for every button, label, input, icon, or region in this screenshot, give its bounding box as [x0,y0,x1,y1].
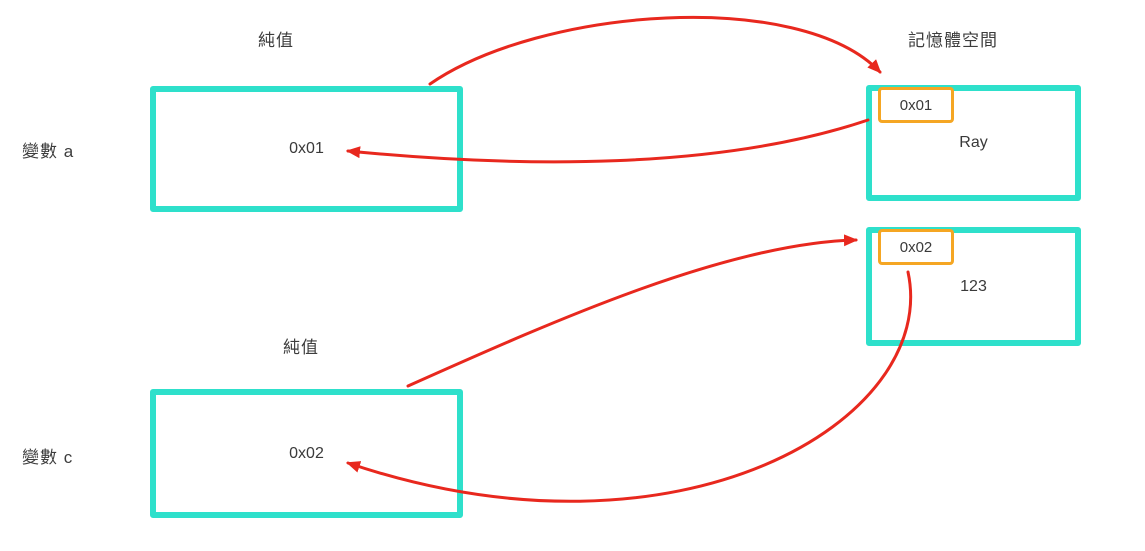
memory-box-0x01: 0x01 Ray [866,85,1081,201]
label-memory-space: 記憶體空間 [908,31,998,50]
arrow-var-a-to-memory [428,15,882,86]
memory-address-tag-0x02: 0x02 [878,229,954,265]
value-box-variable-a: 0x01 [150,86,463,212]
memory-value-123: 123 [960,277,987,295]
label-variable-c: 變數 c [22,448,74,467]
memory-box-0x02: 0x02 123 [866,227,1081,346]
label-variable-a: 變數 a [22,142,75,161]
arrow-var-c-to-memory [406,234,858,388]
memory-address-tag-0x01: 0x01 [878,87,954,123]
label-pure-value-top: 純值 [258,31,294,50]
label-pure-value-mid: 純值 [283,338,319,357]
memory-value-ray: Ray [959,134,988,151]
value-variable-a: 0x01 [289,140,324,157]
value-variable-c: 0x02 [289,444,324,462]
value-box-variable-c: 0x02 [150,389,463,518]
